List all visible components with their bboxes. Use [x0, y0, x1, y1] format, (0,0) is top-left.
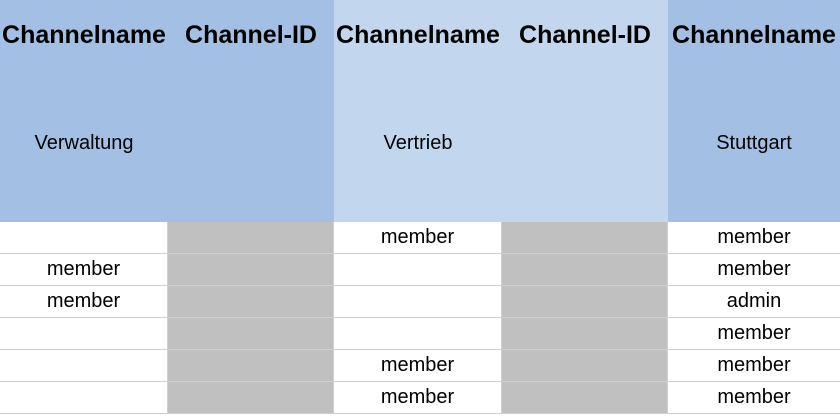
table-cell[interactable]: member [668, 382, 840, 414]
table-cell[interactable]: member [334, 350, 502, 382]
subheader-stuttgart[interactable]: Stuttgart [668, 70, 840, 222]
table-cell-id[interactable] [502, 286, 668, 318]
table-cell[interactable] [0, 382, 168, 414]
table-cell-id[interactable] [168, 254, 334, 286]
subheader-vertrieb[interactable]: Vertrieb [334, 70, 502, 222]
table-cell[interactable] [334, 318, 502, 350]
table-cell-id[interactable] [502, 254, 668, 286]
table-cell[interactable]: member [334, 222, 502, 254]
subheader-channel-id-1[interactable] [168, 70, 334, 222]
table-cell[interactable] [0, 222, 168, 254]
table-cell[interactable] [0, 318, 168, 350]
table-cell-id[interactable] [502, 318, 668, 350]
table-cell-id[interactable] [168, 350, 334, 382]
header-channel-id-1[interactable]: Channel-ID [168, 0, 334, 70]
table-cell[interactable] [334, 286, 502, 318]
subheader-verwaltung[interactable]: Verwaltung [0, 70, 168, 222]
table-cell-id[interactable] [168, 382, 334, 414]
table-cell[interactable]: admin [668, 286, 840, 318]
table-cell[interactable]: member [0, 286, 168, 318]
table-cell-id[interactable] [168, 222, 334, 254]
table-cell-id[interactable] [502, 222, 668, 254]
header-channelname-3[interactable]: Channelname [668, 0, 840, 70]
table-cell[interactable]: member [668, 318, 840, 350]
table-cell-id[interactable] [168, 318, 334, 350]
table-cell[interactable]: member [0, 254, 168, 286]
table-cell[interactable] [334, 254, 502, 286]
header-channelname-1[interactable]: Channelname [0, 0, 168, 70]
table-cell[interactable] [0, 350, 168, 382]
table-cell-id[interactable] [168, 286, 334, 318]
table-cell[interactable]: member [668, 350, 840, 382]
table-cell[interactable]: member [668, 254, 840, 286]
header-channelname-2[interactable]: Channelname [334, 0, 502, 70]
header-channel-id-2[interactable]: Channel-ID [502, 0, 668, 70]
subheader-channel-id-2[interactable] [502, 70, 668, 222]
table-cell[interactable]: member [334, 382, 502, 414]
table-cell-id[interactable] [502, 382, 668, 414]
table-cell[interactable]: member [668, 222, 840, 254]
table-cell-id[interactable] [502, 350, 668, 382]
